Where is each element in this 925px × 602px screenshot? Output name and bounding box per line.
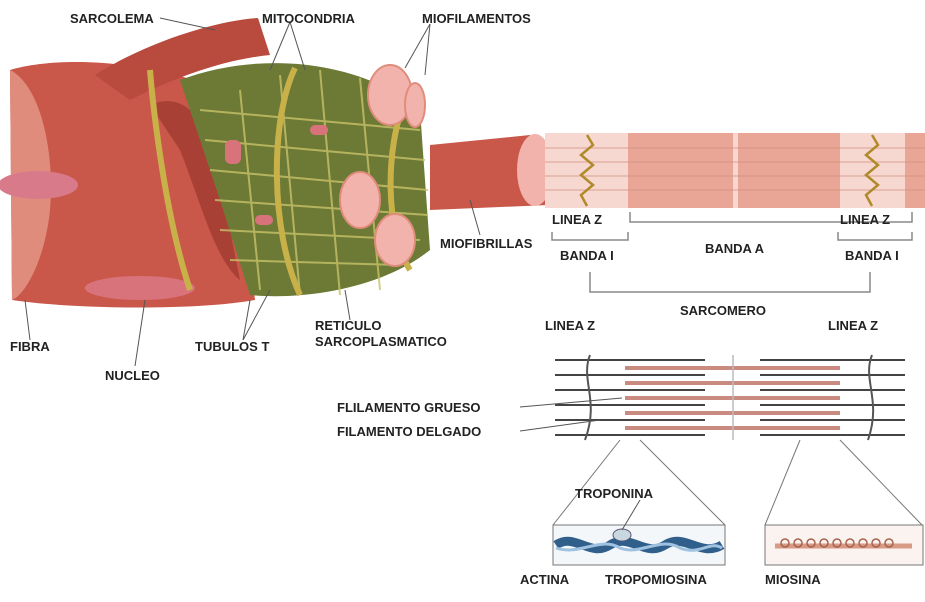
a-band-left xyxy=(628,133,733,208)
label-linea-z-lower-left: LINEA Z xyxy=(545,318,595,333)
troponin-complex xyxy=(613,529,631,541)
label-linea-z-right: LINEA Z xyxy=(840,212,890,227)
label-banda-a: BANDA A xyxy=(705,241,765,256)
label-tropomiosina: TROPOMIOSINA xyxy=(605,572,707,587)
label-linea-z-left: LINEA Z xyxy=(552,212,602,227)
detail-boxes xyxy=(553,440,923,565)
label-actina: ACTINA xyxy=(520,572,570,587)
label-reticulo: RETICULO xyxy=(315,318,381,333)
banda-i-bracket-right xyxy=(838,232,912,240)
label-banda-i-left: BANDA I xyxy=(560,248,614,263)
label-miofibrillas: MIOFIBRILLAS xyxy=(440,236,533,251)
label-mitocondria: MITOCONDRIA xyxy=(262,11,356,26)
label-miofilamentos: MIOFILAMENTOS xyxy=(422,11,531,26)
label-sarcolema: SARCOLEMA xyxy=(70,11,154,26)
label-troponina: TROPONINA xyxy=(575,486,654,501)
label-fibra: FIBRA xyxy=(10,339,50,354)
label-sarcoplasmatico: SARCOPLASMATICO xyxy=(315,334,447,349)
label-tubulos-t: TUBULOS T xyxy=(195,339,269,354)
fiber-end-nucleus xyxy=(0,171,78,199)
label-nucleo: NUCLEO xyxy=(105,368,160,383)
label-sarcomero: SARCOMERO xyxy=(680,303,766,318)
a-band-right xyxy=(738,133,840,208)
sarcomero-bracket xyxy=(590,272,870,292)
label-filamento-delgado: FILAMENTO DELGADO xyxy=(337,424,481,439)
label-banda-i-right: BANDA I xyxy=(845,248,899,263)
filament-diagram xyxy=(555,352,907,442)
banda-i-bracket-left xyxy=(552,232,628,240)
muscle-fiber xyxy=(0,18,553,308)
nucleus-shape xyxy=(85,276,195,300)
label-linea-z-lower-right: LINEA Z xyxy=(828,318,878,333)
label-miosina: MIOSINA xyxy=(765,572,821,587)
label-filamento-grueso: FLILAMENTO GRUESO xyxy=(337,400,480,415)
